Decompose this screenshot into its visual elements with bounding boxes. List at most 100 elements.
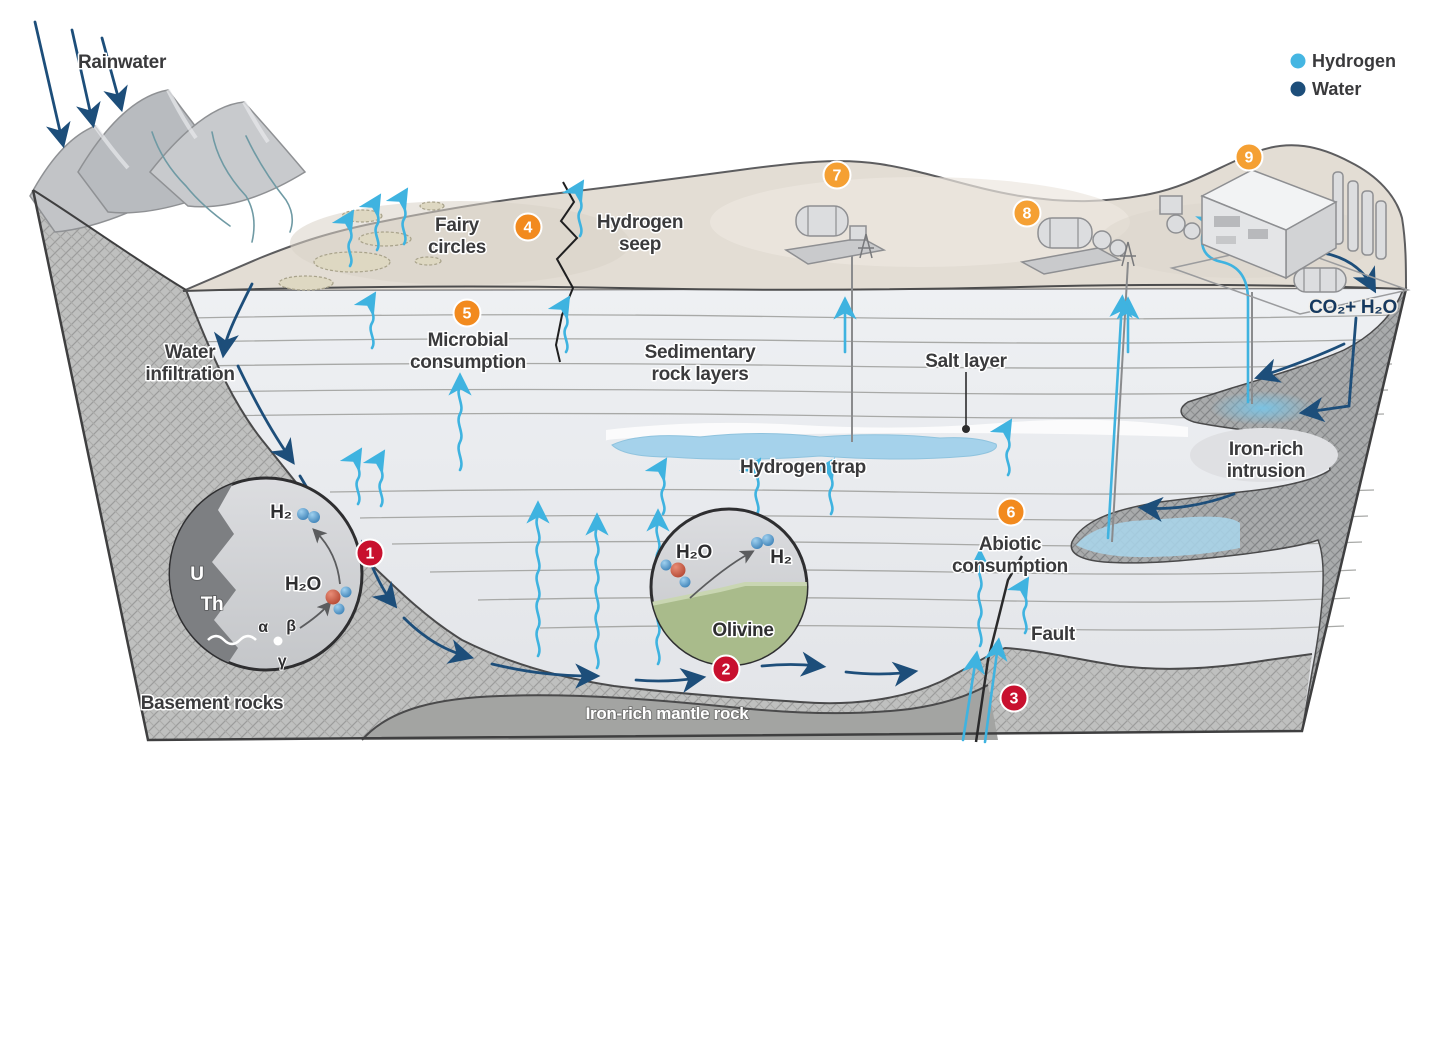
sedimentary-label-1: Sedimentary	[645, 342, 756, 363]
svg-text:4: 4	[524, 220, 533, 237]
basement-rocks-label: Basement rocks	[141, 693, 284, 714]
mantle-rock	[361, 684, 998, 741]
olivine-rock	[651, 584, 807, 665]
hydrogen-seep-label-2: seep	[619, 234, 661, 255]
basin-flow-arrow	[634, 668, 707, 693]
radiation-to-h2o-arrow	[299, 600, 332, 629]
badge-1: 1	[355, 538, 385, 568]
water-infiltration-label-2: infiltration	[145, 364, 234, 385]
wellhead-derrick	[1120, 241, 1136, 267]
badge-7: 7	[822, 160, 852, 190]
hydrogen-trap-label: Hydrogen trap	[740, 457, 866, 478]
water-infiltration-label-1: Water	[165, 342, 216, 363]
basin-flow-arrow	[490, 662, 601, 689]
svg-text:2: 2	[722, 662, 731, 679]
co2-injection-arrow	[1298, 316, 1358, 423]
badge-4: 4	[513, 212, 543, 242]
mountains	[29, 89, 307, 291]
badge-6: 6	[996, 497, 1026, 527]
beta-label: β	[286, 618, 296, 635]
hydrogen-legend-label: Hydrogen	[1312, 51, 1396, 71]
recharge-arrow	[1137, 492, 1236, 522]
h2o-to-h2-arrow	[312, 528, 341, 585]
h2-molecule	[751, 537, 763, 549]
fairy-circles-label-2: circles	[428, 237, 486, 258]
surface-front-edge	[182, 283, 1407, 292]
sedimentary-label-2: rock layers	[651, 364, 748, 385]
chimney	[1375, 200, 1387, 260]
olivine-label: Olivine	[712, 620, 773, 641]
salt-layer-leader	[962, 372, 970, 433]
badge-8: 8	[1012, 198, 1042, 228]
svg-text:3: 3	[1010, 691, 1019, 708]
h2o-label: H₂O	[285, 574, 321, 595]
h2-label: H₂	[270, 502, 292, 523]
well-8-riser-arrow	[1106, 294, 1133, 540]
radiolysis-inset: U Th H₂ H₂O α β γ	[168, 476, 364, 672]
fault-line	[974, 555, 1024, 743]
h2-molecule	[297, 508, 309, 520]
legend: Hydrogen Water	[1290, 51, 1396, 99]
fault-label: Fault	[1031, 624, 1076, 645]
block-outline	[31, 189, 1408, 742]
serpentinization-inset: H₂O H₂ Olivine	[649, 507, 809, 667]
h2o-molecule	[670, 562, 686, 578]
rain-arrow	[33, 20, 71, 149]
drill-facility-8	[1019, 217, 1136, 275]
mantle-rock-label: Iron-rich mantle rock	[586, 704, 750, 723]
svg-text:1: 1	[366, 546, 375, 563]
basin-flow-arrow	[402, 616, 475, 664]
water-legend-label: Water	[1312, 79, 1361, 99]
badge-9: 9	[1234, 142, 1264, 172]
hydrogen-legend-dot	[1290, 53, 1306, 69]
step-badges: 1 2 3 4 5 6 7 8	[355, 142, 1264, 713]
uranium-rock	[170, 478, 238, 670]
salt-layer-band	[605, 419, 1188, 441]
badge-3: 3	[999, 683, 1029, 713]
fault-leak-arrow	[983, 637, 1008, 744]
rain-arrow	[100, 36, 128, 113]
iron-rich-intrusion-label-2: intrusion	[1227, 461, 1306, 482]
microbial-consumption-label-2: consumption	[410, 352, 526, 373]
water-legend-dot	[1290, 81, 1306, 97]
infiltration-arrow	[213, 282, 254, 359]
rain-arrow	[70, 28, 101, 129]
svg-text:6: 6	[1007, 505, 1016, 522]
gamma-label: γ	[278, 653, 287, 670]
recharge-arrow	[1254, 342, 1346, 383]
radiolysis-spark	[273, 636, 283, 646]
h2o-molecule	[325, 589, 341, 605]
uranium-label: U	[190, 564, 203, 585]
basin-flow-arrow	[760, 651, 827, 677]
iron-rich-intrusion-label-1: Iron-rich	[1229, 439, 1303, 460]
fairy-circles-label-1: Fairy	[435, 215, 480, 236]
serpentinization-arrow	[689, 550, 755, 599]
abiotic-consumption-label-1: Abiotic	[979, 534, 1042, 555]
wellhead-derrick	[858, 233, 874, 259]
labels: Rainwater Water infiltration Fairy circl…	[76, 51, 1398, 725]
co2-h2o-label: CO₂+ H₂O	[1309, 297, 1397, 318]
badge-2: 2	[711, 654, 741, 684]
microbial-consumption-label-1: Microbial	[428, 330, 509, 351]
badge-5: 5	[452, 298, 482, 328]
basin-flow-arrow	[370, 564, 398, 609]
abiotic-consumption-label-2: consumption	[952, 556, 1068, 577]
alpha-label: α	[258, 619, 268, 636]
salt-layer-label: Salt layer	[925, 351, 1007, 372]
h2o-label: H₂O	[676, 542, 712, 563]
basin-flow-arrow	[844, 661, 919, 687]
thorium-label: Th	[201, 594, 224, 615]
h2-label: H₂	[770, 547, 792, 568]
hydrogen-trap-blob	[611, 433, 997, 460]
drill-facility-7	[783, 205, 887, 265]
seep-crack	[554, 181, 579, 363]
infiltration-arrow	[236, 364, 295, 465]
rainwater-label: Rainwater	[78, 52, 167, 73]
chimney	[1347, 180, 1359, 252]
radiation-wave	[207, 634, 257, 646]
processing-plant-9	[1159, 169, 1411, 315]
hydrogen-seep-label-1: Hydrogen	[597, 212, 683, 233]
svg-text:7: 7	[833, 168, 842, 185]
